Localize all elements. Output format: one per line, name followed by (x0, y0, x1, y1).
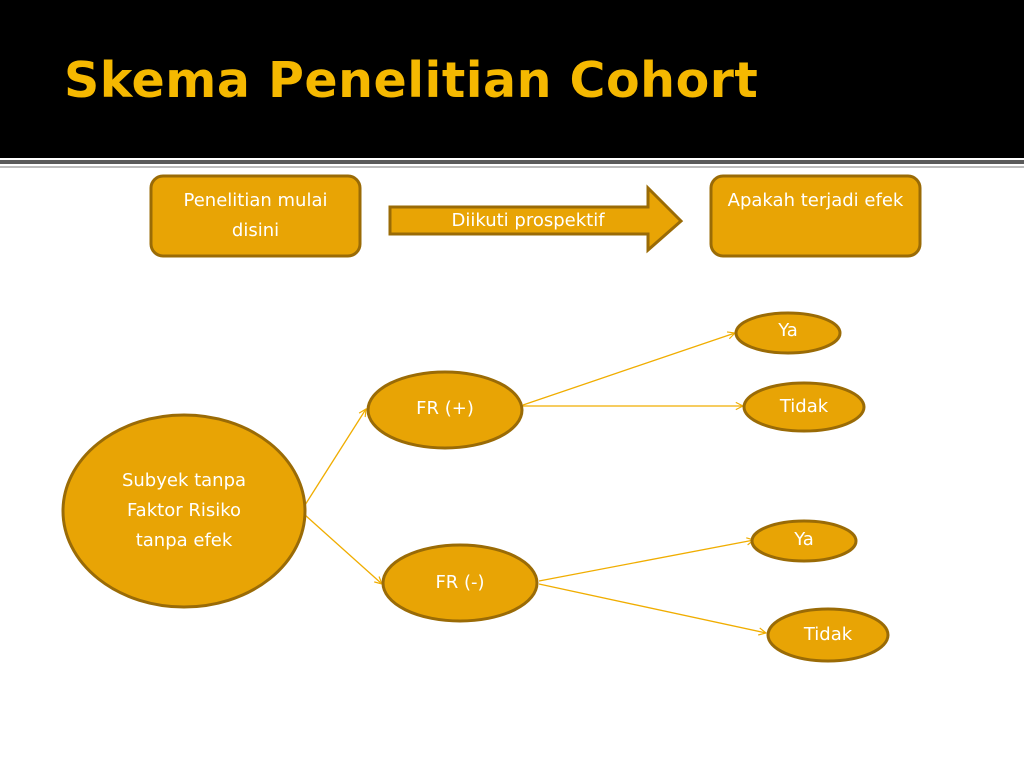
pos-tidak-node (742, 381, 866, 433)
pos-ya-node (734, 311, 842, 355)
connector-frneg-tidak (538, 583, 766, 633)
divider-light (0, 166, 1024, 168)
fr-neg-node (381, 543, 539, 623)
pos-ya-label: Ya (778, 320, 798, 341)
start-box-label: Penelitian mulai disini (183, 190, 328, 241)
pos-tidak-label: Tidak (779, 396, 829, 417)
start-box (149, 174, 362, 258)
fr-pos-label: FR (+) (416, 398, 474, 419)
slide-title: Skema Penelitian Cohort (64, 52, 759, 109)
end-box (709, 174, 922, 258)
connector-subject-frpos (304, 409, 366, 506)
neg-ya-node (750, 519, 858, 563)
connector-subject-frneg (304, 514, 382, 584)
prospective-arrow (388, 184, 684, 254)
subject-label: Subyek tanpa Faktor Risiko tanpa efek (121, 470, 247, 551)
neg-ya-label: Ya (794, 529, 814, 550)
end-box-label: Apakah terjadi efek (727, 190, 904, 211)
neg-tidak-label: Tidak (803, 624, 853, 645)
neg-tidak-node (766, 607, 890, 663)
connector-frneg-ya (538, 540, 754, 582)
fr-pos-node (366, 370, 524, 450)
fr-neg-label: FR (-) (435, 572, 485, 593)
prospective-arrow-label: Diikuti prospektif (451, 209, 605, 231)
divider-dark (0, 160, 1024, 164)
subject-node (61, 413, 307, 609)
title-bar (0, 0, 1024, 158)
connector-frpos-ya (522, 333, 735, 406)
